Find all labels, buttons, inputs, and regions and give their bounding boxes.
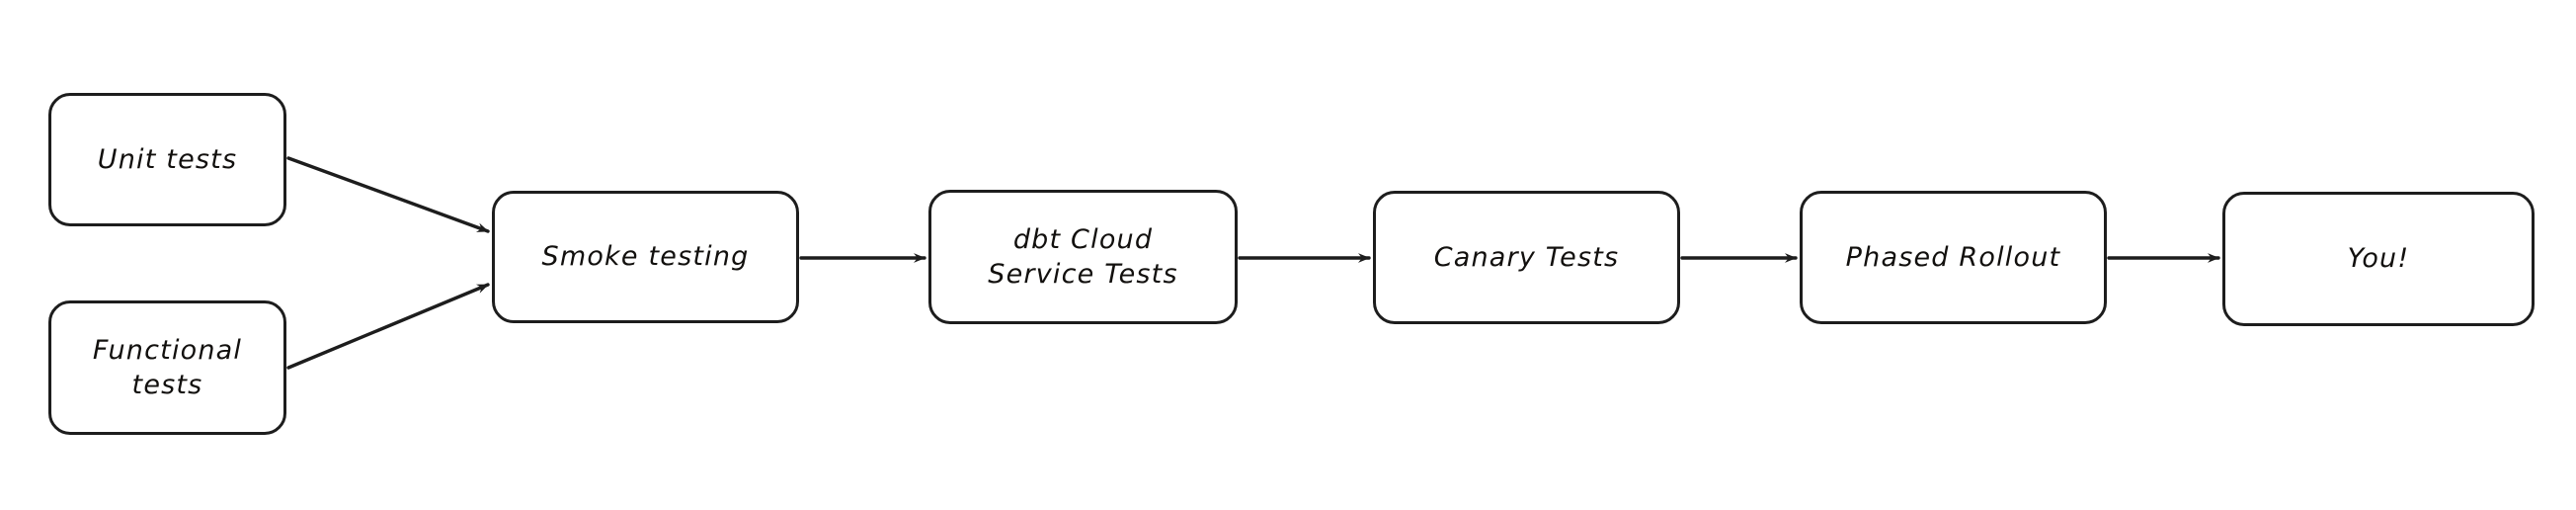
node-dbt-cloud-service-tests[interactable]: dbt Cloud Service Tests: [928, 190, 1238, 324]
node-label-you: You!: [2347, 243, 2410, 275]
edge-functional-tests-to-smoke-testing: [286, 283, 490, 370]
node-label-functional-tests: Functional tests: [92, 334, 243, 400]
node-smoke-testing[interactable]: Smoke testing: [492, 191, 799, 323]
node-unit-tests[interactable]: Unit tests: [48, 93, 286, 226]
edge-unit-tests-to-smoke-testing: [286, 156, 490, 233]
node-phased-rollout[interactable]: Phased Rollout: [1800, 191, 2107, 324]
node-functional-tests[interactable]: Functional tests: [48, 300, 286, 435]
node-label-canary-tests: Canary Tests: [1433, 241, 1620, 273]
node-label-phased-rollout: Phased Rollout: [1845, 241, 2061, 273]
node-label-dbt-cloud-service-tests: dbt Cloud Service Tests: [988, 223, 1178, 290]
node-canary-tests[interactable]: Canary Tests: [1373, 191, 1680, 324]
node-you[interactable]: You!: [2222, 192, 2535, 326]
node-label-unit-tests: Unit tests: [97, 143, 238, 175]
node-label-smoke-testing: Smoke testing: [541, 241, 750, 273]
